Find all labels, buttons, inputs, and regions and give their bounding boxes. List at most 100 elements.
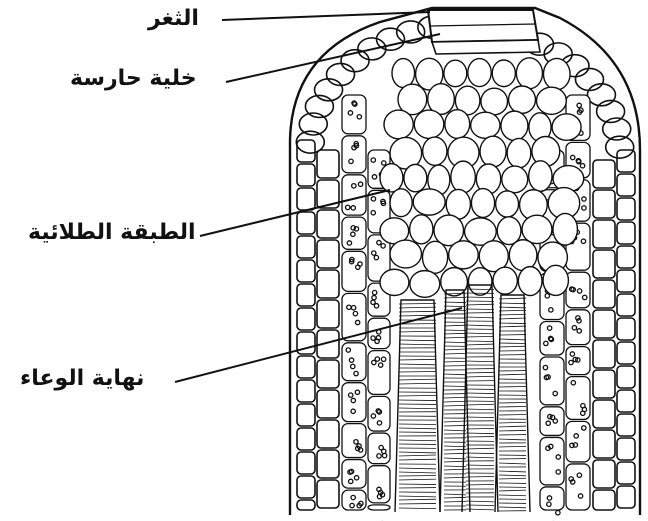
vessel-thickening xyxy=(466,448,494,449)
epithem-cell xyxy=(471,112,500,138)
epithem-cell xyxy=(552,114,581,141)
epithem-cell xyxy=(451,161,475,193)
parenchyma-cell xyxy=(342,136,366,173)
vessel-thickening xyxy=(444,421,466,422)
label-guard-cell: خلية حارسة xyxy=(70,66,197,91)
epidermal-cell xyxy=(617,390,635,412)
vessel-thickening xyxy=(444,430,466,431)
vessel-thickening xyxy=(499,478,526,479)
vessel-thickening xyxy=(399,508,436,509)
vessel-thickening xyxy=(466,317,494,318)
vessel-thickening xyxy=(466,297,494,298)
vessel-thickening xyxy=(466,428,494,429)
cell-dot xyxy=(556,511,560,515)
vessel-thickening xyxy=(499,339,526,340)
vessel-thickening xyxy=(466,453,494,454)
vessel-outline xyxy=(495,295,530,512)
epithem-cell xyxy=(410,271,440,298)
epidermal-cell xyxy=(317,210,339,238)
epithem-cell xyxy=(502,166,528,193)
epithem-cell xyxy=(414,110,444,138)
vessel-thickening xyxy=(444,397,466,398)
epidermal-cell xyxy=(327,63,355,85)
epithem-cell xyxy=(493,267,517,294)
vessel-thickening xyxy=(399,479,436,480)
epithem-cell xyxy=(536,87,566,114)
epithem-cell xyxy=(471,189,494,218)
epidermal-cell xyxy=(297,284,315,306)
vessel-thickening xyxy=(466,484,494,485)
epidermal-cell xyxy=(593,370,615,398)
vessel-thickening xyxy=(499,343,526,344)
epidermal-cell xyxy=(593,280,615,308)
epidermal-cell xyxy=(593,430,615,458)
epithem-cell xyxy=(390,240,421,268)
epithem-cell xyxy=(518,267,542,296)
vessel-thickening xyxy=(499,475,526,476)
epidermal-cell xyxy=(297,236,315,258)
leader-vessel xyxy=(175,308,462,382)
vessel-thickening xyxy=(499,346,526,347)
epithem-cell xyxy=(543,265,568,295)
label-vessel-end: نهاية الوعاء xyxy=(20,366,144,391)
epidermal-cell xyxy=(297,380,315,402)
epidermal-cell xyxy=(593,310,615,338)
epidermal-cell xyxy=(593,220,615,248)
parenchyma-cell xyxy=(342,217,366,249)
vessel-thickening xyxy=(466,333,494,334)
vessel-thickening xyxy=(466,465,494,466)
epidermal-cell xyxy=(593,460,615,488)
vessel-thickening xyxy=(399,395,436,396)
vessel-thickening xyxy=(399,455,436,456)
vessel-thickening xyxy=(399,331,436,332)
epithem-cell xyxy=(529,161,552,191)
vessel-thickening xyxy=(466,433,494,434)
epidermal-cell xyxy=(297,308,315,330)
epithem-cell xyxy=(501,111,528,140)
epithem-cell xyxy=(380,164,403,192)
vessel-thickening xyxy=(399,400,436,401)
parenchyma-cell xyxy=(368,505,390,510)
vessel-thickening xyxy=(444,325,466,326)
epithem-cell xyxy=(507,138,531,167)
vessel-thickening xyxy=(499,386,526,387)
vessel-thickening xyxy=(399,307,436,308)
epithem-cell xyxy=(449,241,479,269)
vessel-thickening xyxy=(466,344,494,345)
epidermal-cell xyxy=(317,390,339,418)
epidermal-cell xyxy=(593,250,615,278)
epidermal-cell xyxy=(317,480,339,508)
parenchyma-cell xyxy=(566,377,590,420)
vessel-thickening xyxy=(444,374,466,375)
vessel-thickening xyxy=(444,349,466,350)
vessel-thickening xyxy=(399,383,436,384)
vessel-thickening xyxy=(444,405,466,406)
epithem-cell xyxy=(380,269,409,295)
epithem-cell xyxy=(516,58,542,89)
epithem-cell xyxy=(390,189,412,217)
vessel-thickening xyxy=(399,452,436,453)
epidermal-cell xyxy=(617,438,635,460)
vessel-thickening xyxy=(499,374,526,375)
vessel-thickening xyxy=(399,371,436,372)
vessel-thickening xyxy=(399,379,436,380)
parenchyma-cell xyxy=(566,464,590,510)
vessel-thickening xyxy=(466,304,494,305)
epidermal-cell xyxy=(617,246,635,268)
epidermal-cell xyxy=(317,150,339,178)
epidermal-cell xyxy=(617,366,635,388)
vessel-thickening xyxy=(499,314,526,315)
epidermal-cell xyxy=(297,188,315,210)
epidermal-cell xyxy=(617,270,635,292)
parenchyma-cell xyxy=(368,466,390,503)
parenchyma-cell xyxy=(540,407,564,436)
vessel-thickening xyxy=(444,361,466,362)
epidermal-cell xyxy=(297,428,315,450)
vessel-thickening xyxy=(444,337,466,338)
vessel-thickening xyxy=(399,496,436,497)
vessel-thickening xyxy=(444,342,466,343)
epidermal-cell xyxy=(317,240,339,268)
parenchyma-cell xyxy=(566,310,590,345)
vessel-thickening xyxy=(399,311,436,312)
epithem-cell xyxy=(480,136,506,167)
